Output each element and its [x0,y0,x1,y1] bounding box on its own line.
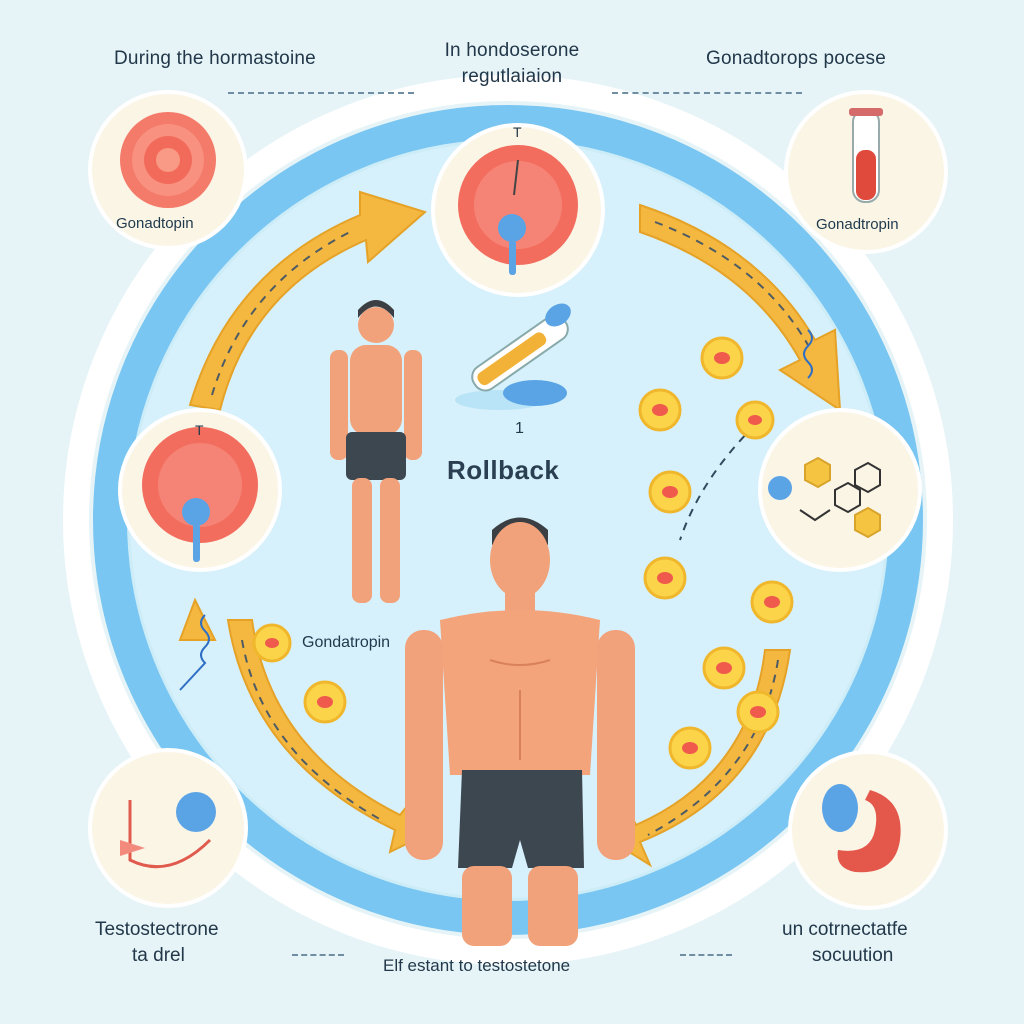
squiggle-left [179,614,210,691]
label-top-right-circle: Gonadtropin [816,216,899,233]
tick-mark-left: T [195,422,204,438]
heading-top-center-line2: regutlaiaion [461,66,563,87]
large-figure [405,517,635,946]
circle-top-right [784,90,948,254]
yellow-cells [252,336,794,770]
heading-top-center-line1: In hondoserone [444,40,580,61]
dashed-pathway [679,424,756,541]
bottom-right-line1: un cotrnectatfe [782,919,908,940]
bottom-left-line1: Testostectrone [95,919,219,940]
circle-bottom-right [788,750,948,910]
tick-mark-top: T [513,124,522,140]
rollback-title: Rollback [447,455,560,485]
heading-top-left: During the hormastoine [114,48,316,69]
arrow-guide-1 [211,231,351,396]
squiggle-right [803,329,813,379]
small-figure [330,300,422,603]
bottom-right-line2: socuution [812,945,894,966]
circle-right-middle [758,408,922,572]
circle-top-center [431,123,605,297]
heading-top-right: Gonadtorops pocese [706,48,886,69]
circle-left-middle [118,408,282,572]
label-top-left-circle: Gonadtopin [116,215,194,232]
bottom-left-line2: ta drel [132,945,185,966]
arrow-small-up [178,597,217,641]
divider-top-right [612,92,802,94]
circle-top-left [88,90,248,250]
test-tube [455,303,571,410]
arrow-guide-4 [647,659,779,836]
center-tick: 1 [515,420,524,437]
divider-bottom-left [292,954,344,956]
divider-top-left [228,92,414,94]
circle-bottom-left [88,748,248,908]
bottom-center: Elf estant to testostetone [383,956,571,975]
cell-label: Gondatropin [302,634,391,651]
divider-bottom-right [680,954,732,956]
outer-ring-white [63,75,953,965]
